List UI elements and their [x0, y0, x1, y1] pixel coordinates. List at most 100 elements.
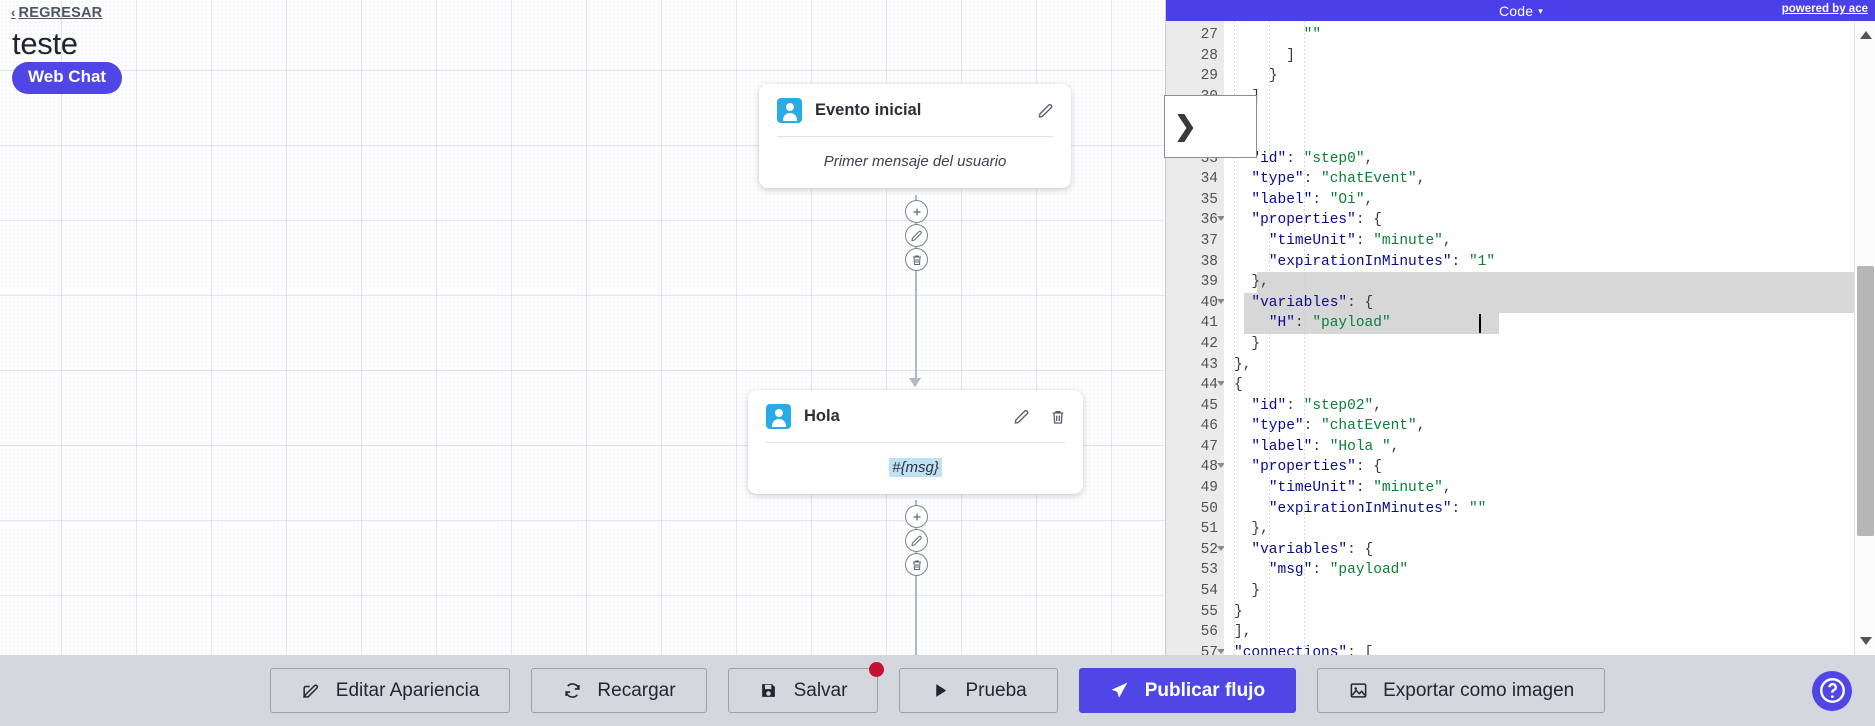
code-line: "type": "chatEvent",	[1251, 171, 1426, 188]
scrollbar-thumb[interactable]	[1857, 266, 1874, 536]
connector-arrow-1	[909, 378, 921, 387]
fold-toggle-icon[interactable]	[1217, 298, 1225, 304]
code-line: "properties": {	[1251, 459, 1382, 476]
fold-toggle-icon[interactable]	[1217, 648, 1225, 654]
indent-guide	[1269, 21, 1270, 655]
code-editor-panel[interactable]: Code ▾ powered by ace 272829303132333435…	[1164, 0, 1875, 655]
user-avatar-icon	[777, 98, 802, 123]
code-line: "label": "Oi",	[1251, 191, 1374, 208]
editor-title-label: Code	[1499, 2, 1534, 19]
export-image-button[interactable]: Exportar como imagen	[1317, 668, 1606, 713]
code-selection-band	[1257, 272, 1875, 293]
pencil-icon[interactable]	[905, 529, 928, 552]
node-title: Hola	[804, 407, 840, 425]
node-mini-actions-2[interactable]	[905, 505, 928, 576]
jump-to-line-widget[interactable]: ❯	[1164, 95, 1257, 158]
code-line: },	[1251, 274, 1269, 291]
button-label: Recargar	[597, 679, 676, 701]
edit-icon[interactable]	[1037, 102, 1054, 119]
code-line: ""	[1303, 27, 1322, 43]
code-line: }	[1234, 603, 1243, 620]
code-area[interactable]: 2728293031323334353637383940414243444546…	[1166, 21, 1875, 655]
code-line: ],	[1234, 624, 1252, 641]
reload-button[interactable]: Recargar	[531, 668, 707, 713]
node-mini-actions-1[interactable]	[905, 200, 928, 271]
unsaved-changes-badge	[869, 662, 885, 677]
button-label: Publicar flujo	[1144, 679, 1266, 701]
node-divider	[766, 442, 1065, 443]
line-number: 57	[1166, 643, 1225, 655]
code-line: "id": "step02",	[1251, 397, 1382, 414]
node-divider	[777, 136, 1053, 137]
save-button[interactable]: Salvar	[727, 662, 885, 713]
powered-by-ace-link[interactable]: powered by ace	[1781, 3, 1868, 15]
code-line: "properties": {	[1251, 212, 1382, 229]
back-link-label: REGRESAR	[18, 5, 103, 21]
button-label: Exportar como imagen	[1383, 679, 1575, 701]
node-header: Evento inicial	[759, 84, 1071, 136]
code-line: }	[1268, 68, 1278, 85]
button-label: Editar Apariencia	[335, 679, 480, 701]
line-number: 50	[1200, 500, 1218, 517]
line-number: 53	[1200, 562, 1218, 579]
test-button[interactable]: Prueba	[899, 668, 1058, 713]
text-cursor	[1479, 314, 1481, 334]
fold-toggle-icon[interactable]	[1217, 545, 1225, 551]
scroll-up-icon[interactable]	[1859, 31, 1872, 39]
scroll-down-icon[interactable]	[1859, 637, 1872, 645]
indent-guide	[1304, 21, 1305, 655]
trash-icon[interactable]	[905, 553, 928, 576]
line-number: 56	[1200, 624, 1218, 641]
help-button[interactable]	[1812, 670, 1852, 711]
code-content[interactable]: "" ] } ]},{ "id": "step0", "type": "chat…	[1224, 21, 1875, 655]
plus-icon[interactable]	[905, 200, 928, 223]
publish-flow-button[interactable]: Publicar flujo	[1078, 668, 1297, 713]
edit-appearance-button[interactable]: Editar Apariencia	[269, 668, 511, 713]
line-number: 42	[1200, 335, 1218, 352]
button-label: Salvar	[793, 679, 848, 701]
flow-node-evento-inicial[interactable]: Evento inicial Primer mensaje del usuari…	[759, 84, 1071, 188]
line-number: 45	[1200, 397, 1218, 414]
line-number: 54	[1200, 583, 1218, 600]
line-number: 37	[1200, 232, 1218, 249]
code-line: ]	[1286, 47, 1295, 64]
channel-badge: Web Chat	[12, 62, 123, 94]
node-placeholder-text: Primer mensaje del usuario	[823, 153, 1007, 170]
line-number: 46	[1200, 418, 1218, 435]
trash-icon[interactable]	[905, 248, 928, 271]
line-number: 55	[1200, 603, 1218, 620]
code-line: "label": "Hola ",	[1251, 438, 1400, 455]
flow-node-hola[interactable]: Hola #{msg}	[748, 390, 1083, 494]
connector-line-1	[915, 195, 917, 385]
back-link[interactable]: ‹ REGRESAR	[11, 5, 102, 21]
plus-icon[interactable]	[905, 505, 928, 528]
line-number: 44	[1166, 375, 1225, 396]
line-number: 48	[1166, 457, 1225, 478]
chevron-left-icon: ‹	[11, 4, 16, 20]
node-body: #{msg}	[748, 443, 1083, 494]
code-line: "timeUnit": "minute",	[1268, 232, 1452, 249]
editor-scrollbar[interactable]	[1854, 21, 1875, 655]
code-line: "H": "payload"	[1268, 315, 1391, 332]
save-disk-icon	[759, 681, 779, 701]
edit-icon[interactable]	[1013, 408, 1030, 425]
editor-header: Code ▾ powered by ace	[1166, 0, 1875, 21]
fold-toggle-icon[interactable]	[1217, 216, 1225, 222]
line-number: 52	[1166, 540, 1225, 561]
code-line: "variables": {	[1251, 294, 1374, 311]
fold-toggle-icon[interactable]	[1217, 463, 1225, 469]
code-line: "msg": "payload"	[1268, 562, 1409, 579]
fold-toggle-icon[interactable]	[1217, 381, 1225, 387]
node-body: Primer mensaje del usuario	[759, 137, 1071, 188]
line-number: 43	[1200, 356, 1218, 373]
user-avatar-icon	[766, 404, 791, 429]
pencil-icon[interactable]	[905, 224, 928, 247]
line-number: 38	[1200, 253, 1218, 270]
indent-guide	[1234, 21, 1235, 655]
button-label: Prueba	[965, 679, 1027, 701]
code-selection-band	[1244, 313, 1499, 334]
trash-icon[interactable]	[1049, 408, 1066, 425]
line-number: 41	[1200, 315, 1218, 332]
chevron-down-icon: ▾	[1538, 6, 1543, 16]
editor-mode-selector[interactable]: Code ▾	[1499, 3, 1543, 19]
